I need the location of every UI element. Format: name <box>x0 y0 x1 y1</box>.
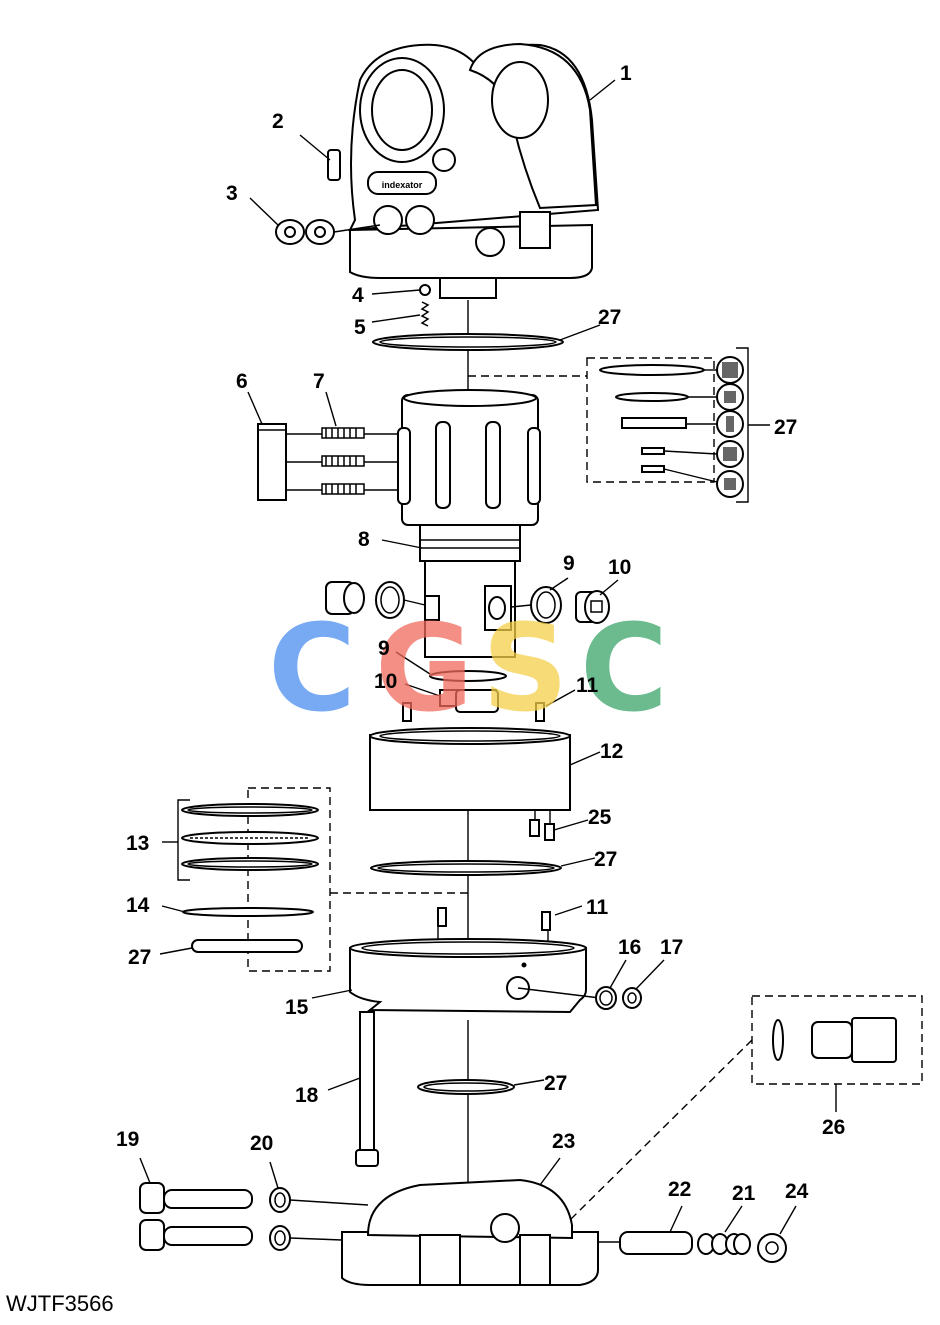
fitting-kit-box <box>569 995 923 1221</box>
shaft <box>381 524 521 658</box>
callout-11-lower: 11 <box>586 896 609 919</box>
callout-5: 5 <box>354 316 366 339</box>
callout-27-mid: 27 <box>594 848 617 871</box>
housing-plug <box>299 134 341 181</box>
lock-nut <box>757 1205 797 1263</box>
washers <box>269 1161 369 1251</box>
body-logo-text: indexator <box>382 180 423 190</box>
callout-22: 22 <box>668 1178 691 1201</box>
callout-6: 6 <box>236 370 248 393</box>
callout-18: 18 <box>295 1084 319 1107</box>
callout-13: 13 <box>126 832 149 855</box>
watermark-letter-2: G <box>375 600 474 739</box>
seal-ring-lower-left <box>159 939 303 955</box>
callout-27-lower-left: 27 <box>128 946 151 969</box>
dowel-pins-lower <box>437 905 583 945</box>
dowel-pins-upper <box>402 689 576 722</box>
callout-labels: 1 2 3 4 5 6 7 8 9 9 10 10 11 11 12 13 14… <box>116 62 845 1205</box>
watermark-letter-4: C <box>580 600 668 739</box>
callout-11-upper: 11 <box>576 674 599 697</box>
piston-seal-kit <box>162 787 468 972</box>
ball-and-spring <box>371 284 431 327</box>
watermark-letter-3: S <box>482 600 568 739</box>
seal-ring-mid <box>370 857 596 876</box>
callout-1: 1 <box>620 62 632 85</box>
callout-19: 19 <box>116 1128 139 1151</box>
shaft-seal-right <box>510 577 619 624</box>
vane-assembly <box>247 391 400 501</box>
shaft-plug-left <box>325 581 426 619</box>
long-bolt <box>327 1011 379 1167</box>
callout-21: 21 <box>732 1182 756 1205</box>
seal-profile-icons <box>663 356 744 498</box>
callout-10-right: 10 <box>608 556 631 579</box>
rotator-housing: indexator <box>348 42 616 299</box>
callout-27-top: 27 <box>598 306 621 329</box>
plug-and-washer <box>595 959 665 1010</box>
callout-25: 25 <box>588 806 612 829</box>
callout-12: 12 <box>600 740 623 763</box>
stator-ring <box>369 727 601 811</box>
callout-2: 2 <box>272 110 284 133</box>
swivel-housing <box>341 1157 599 1286</box>
figure-code: WJTF3566 <box>6 1291 114 1316</box>
pin <box>598 1205 693 1255</box>
watermark-letter-1: C <box>268 600 356 739</box>
callout-9-right: 9 <box>563 552 575 575</box>
seal-ring-lower-center <box>417 1079 545 1095</box>
callout-14: 14 <box>126 894 150 917</box>
retaining-ring <box>161 905 314 917</box>
callout-9-lower: 9 <box>378 637 390 660</box>
shim-washers <box>697 1205 751 1255</box>
seal-ring-top <box>372 324 601 351</box>
callout-26: 26 <box>822 1116 845 1139</box>
seal-kit-box <box>468 347 770 503</box>
lower-housing-plate <box>311 938 601 1014</box>
callout-10-lower: 10 <box>374 670 397 693</box>
callout-23: 23 <box>552 1130 575 1153</box>
callout-15: 15 <box>285 996 309 1019</box>
callout-3: 3 <box>226 182 238 205</box>
callout-27-kit: 27 <box>774 416 797 439</box>
callout-16: 16 <box>618 936 641 959</box>
callout-17: 17 <box>660 936 683 959</box>
callout-24: 24 <box>785 1180 809 1203</box>
callout-7: 7 <box>313 370 325 393</box>
mounting-bolts <box>139 1157 253 1251</box>
shaft-bottom-seal <box>395 651 507 713</box>
rotor <box>397 389 541 526</box>
plug-with-seal <box>249 197 381 245</box>
nozzle-pins <box>529 810 589 841</box>
callout-8: 8 <box>358 528 370 551</box>
callout-20: 20 <box>250 1132 273 1155</box>
callout-27-lower-center: 27 <box>544 1072 567 1095</box>
callout-4: 4 <box>352 284 364 307</box>
watermark: C G S C <box>268 600 668 739</box>
